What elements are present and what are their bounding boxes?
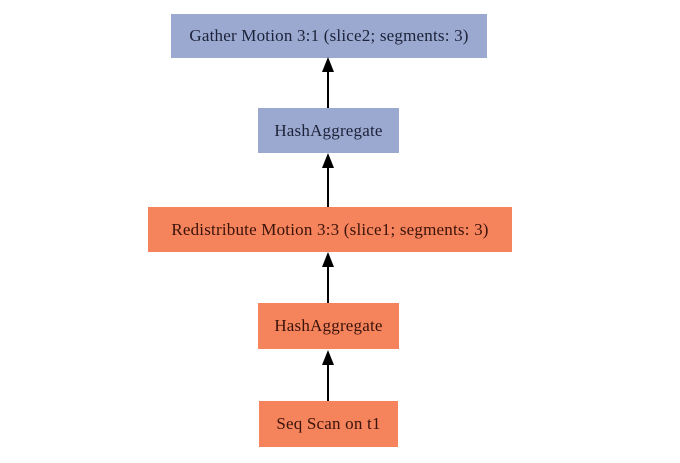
arrow-line	[327, 266, 329, 303]
node-seq-scan-label: Seq Scan on t1	[276, 414, 381, 433]
node-hashaggregate-upper: HashAggregate	[258, 108, 399, 153]
node-gather-motion: Gather Motion 3:1 (slice2; segments: 3)	[171, 14, 487, 58]
edge-arrow-redistribute-to-hashaggregate	[321, 153, 335, 207]
edge-arrow-hashaggregate-to-redistribute	[321, 252, 335, 303]
node-gather-motion-label: Gather Motion 3:1 (slice2; segments: 3)	[189, 26, 469, 45]
arrowhead-icon	[322, 153, 334, 168]
arrow-line	[327, 167, 329, 207]
node-hashaggregate-lower: HashAggregate	[258, 303, 399, 349]
arrowhead-icon	[322, 57, 334, 72]
arrowhead-icon	[322, 350, 334, 365]
node-hashaggregate-lower-label: HashAggregate	[274, 316, 383, 335]
arrowhead-icon	[322, 252, 334, 267]
node-redistribute-motion: Redistribute Motion 3:3 (slice1; segment…	[148, 207, 512, 252]
node-hashaggregate-upper-label: HashAggregate	[274, 120, 383, 140]
arrow-line	[327, 364, 329, 401]
edge-arrow-hashaggregate-to-gather	[321, 57, 335, 108]
edge-arrow-seqscan-to-hashaggregate	[321, 350, 335, 401]
arrow-line	[327, 71, 329, 108]
node-seq-scan: Seq Scan on t1	[259, 401, 398, 447]
node-redistribute-motion-label: Redistribute Motion 3:3 (slice1; segment…	[171, 219, 489, 239]
